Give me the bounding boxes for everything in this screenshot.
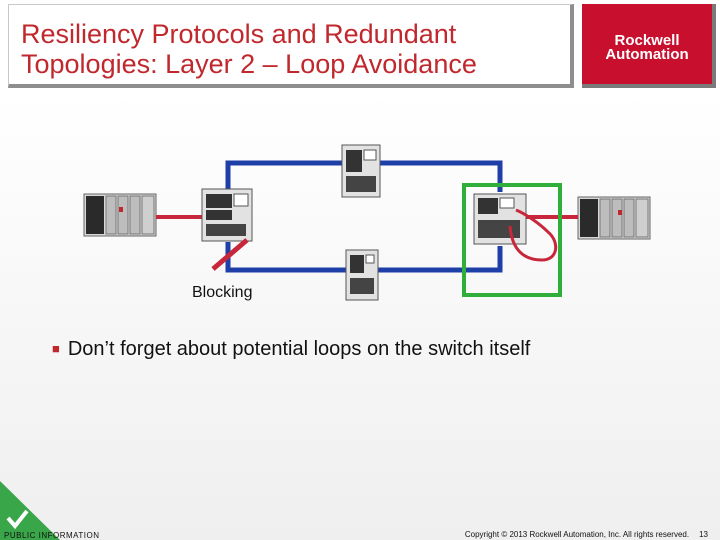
blue-ring	[225, 160, 503, 273]
slide-header: Resiliency Protocols and Redundant Topol…	[0, 0, 720, 92]
slide-title: Resiliency Protocols and Redundant Topol…	[21, 19, 477, 79]
logo-text: Rockwell Automation	[605, 32, 689, 63]
blocking-label: Blocking	[192, 284, 253, 301]
right-controller-icon	[577, 196, 651, 240]
bullet-item: ■ Don’t forget about potential loops on t…	[52, 338, 530, 361]
bullet-square-icon: ■	[52, 341, 60, 356]
network-diagram	[83, 144, 651, 301]
top-switch-icon	[341, 144, 381, 198]
footer-classification: PUBLIC INFORMATION	[4, 531, 100, 540]
page-number: 13	[699, 530, 708, 539]
slide-content: Blocking ■ Don’t forget about potential l…	[0, 92, 720, 540]
checkmark-icon	[0, 481, 60, 540]
title-box: Resiliency Protocols and Redundant Topol…	[8, 4, 574, 88]
left-controller-icon	[83, 193, 157, 237]
right-switch-icon	[473, 193, 527, 245]
bullet-text: Don’t forget about potential loops on th…	[67, 338, 531, 360]
bottom-switch-icon	[345, 249, 379, 301]
rockwell-logo: Rockwell Automation	[582, 4, 716, 88]
loop-cable	[508, 208, 558, 262]
footer-copyright: Copyright © 2013 Rockwell Automation, In…	[464, 530, 690, 539]
blocking-marker	[211, 238, 249, 271]
highlight-box	[462, 183, 562, 297]
left-switch-icon	[201, 188, 253, 242]
footer-right: Copyright © 2013 Rockwell Automation, In…	[465, 530, 708, 539]
